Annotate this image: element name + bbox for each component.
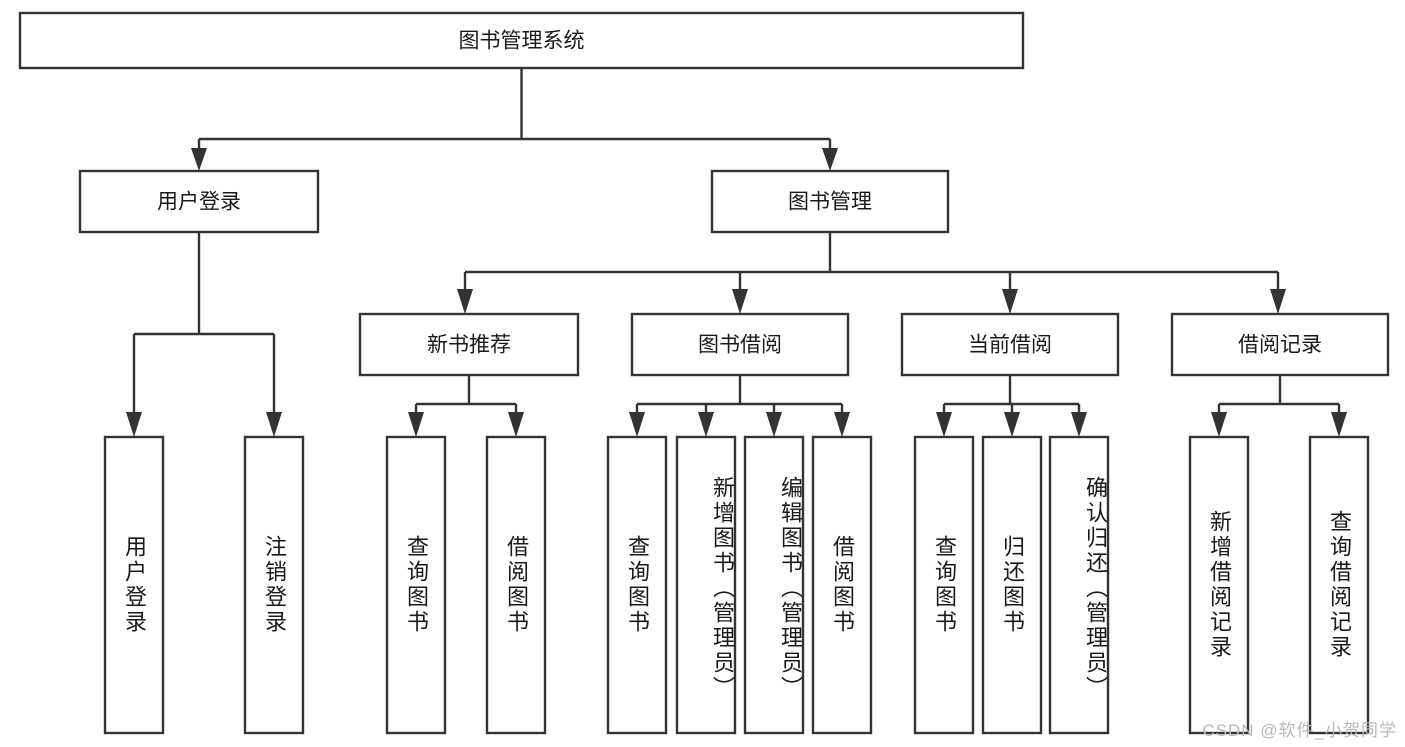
arrow-to-leaf-add-book	[698, 412, 714, 437]
node-leaf-logout[interactable]	[243, 435, 305, 735]
node-user-login[interactable]	[78, 169, 320, 234]
node-user-login-label: 用户登录	[157, 191, 241, 214]
node-borrow-record[interactable]	[1170, 312, 1390, 377]
node-book-manage[interactable]	[710, 169, 950, 234]
node-leaf-query-book-1[interactable]	[385, 435, 447, 735]
connector-group	[126, 68, 1347, 437]
arrow-to-leaf-add-record	[1211, 412, 1227, 437]
node-root-label: 图书管理系统	[459, 30, 585, 53]
arrow-to-new-book-rec	[457, 289, 473, 314]
node-leaf-borrow-book-1[interactable]	[485, 435, 547, 735]
node-box-group: 图书管理系统 用户登录 图书管理 新书推荐 图书借阅 当前借阅 借阅记录	[18, 11, 1390, 735]
arrow-to-leaf-borrow-book-2	[834, 412, 850, 437]
arrow-to-leaf-borrow-book-1	[508, 412, 524, 437]
node-current-borrow-label: 当前借阅	[968, 334, 1052, 357]
node-leaf-query-record[interactable]	[1308, 435, 1370, 735]
arrow-to-borrow-record	[1270, 289, 1286, 314]
node-borrow-record-label: 借阅记录	[1238, 334, 1322, 357]
node-new-book-rec-label: 新书推荐	[427, 334, 511, 357]
arrow-to-leaf-logout	[266, 412, 282, 437]
node-leaf-edit-book[interactable]	[743, 435, 805, 735]
node-leaf-add-book[interactable]	[675, 435, 737, 735]
arrow-to-leaf-edit-book	[766, 412, 782, 437]
node-root[interactable]	[18, 11, 1025, 70]
node-book-borrow[interactable]	[630, 312, 850, 377]
arrow-to-book-manage	[822, 148, 838, 171]
arrow-to-leaf-query-book-2	[629, 412, 645, 437]
arrow-to-leaf-query-book-3	[936, 412, 952, 437]
node-leaf-borrow-book-2[interactable]	[811, 435, 873, 735]
node-new-book-rec[interactable]	[358, 312, 580, 377]
node-leaf-return-book[interactable]	[981, 435, 1043, 735]
node-book-manage-label: 图书管理	[788, 191, 872, 214]
node-leaf-add-record[interactable]	[1188, 435, 1250, 735]
node-current-borrow[interactable]	[900, 312, 1120, 377]
arrow-to-user-login	[191, 148, 207, 171]
node-leaf-query-book-2[interactable]	[606, 435, 668, 735]
arrow-to-leaf-confirm-return	[1071, 412, 1087, 437]
arrow-to-leaf-query-record	[1331, 412, 1347, 437]
arrow-to-leaf-user-login	[126, 412, 142, 437]
node-leaf-confirm-return[interactable]	[1048, 435, 1110, 735]
arrow-to-leaf-query-book-1	[408, 412, 424, 437]
arrow-to-leaf-return-book	[1004, 412, 1020, 437]
node-book-borrow-label: 图书借阅	[698, 334, 782, 357]
node-leaf-user-login[interactable]	[103, 435, 165, 735]
node-leaf-query-book-3[interactable]	[913, 435, 975, 735]
arrow-to-current-borrow	[1002, 289, 1018, 314]
arrow-to-book-borrow	[732, 289, 748, 314]
